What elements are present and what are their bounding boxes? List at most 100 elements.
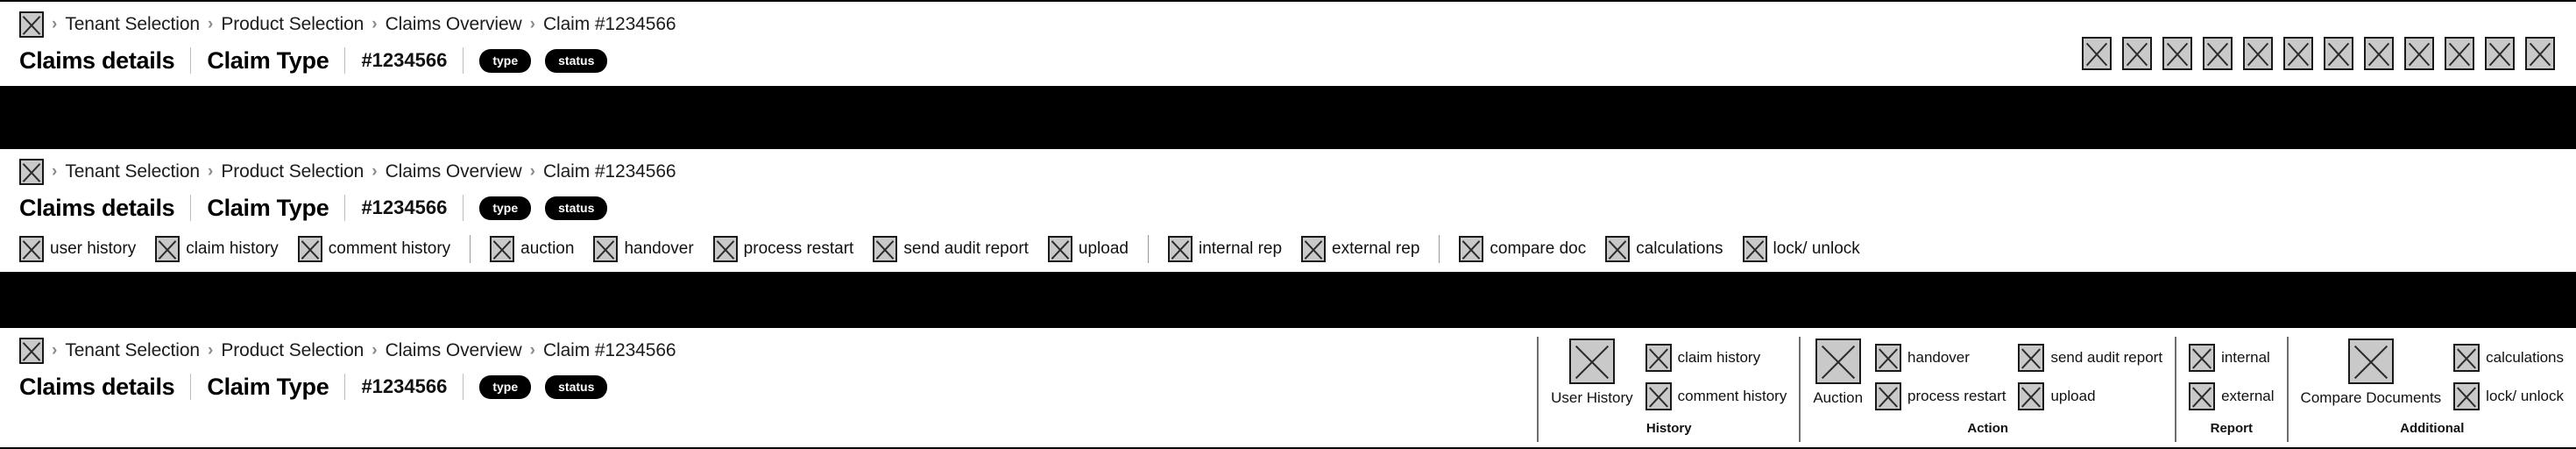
ribbon-button-auction[interactable]: Auction (1813, 335, 1863, 407)
toolbar-icon-6-placeholder-icon[interactable] (2283, 37, 2313, 70)
breadcrumb-item-tenant-selection[interactable]: Tenant Selection (65, 340, 201, 360)
handover-placeholder-icon (1875, 344, 1902, 372)
breadcrumb-item-claims-overview[interactable]: Claims Overview (385, 340, 522, 360)
ribbon-button-compare-documents[interactable]: Compare Documents (2301, 335, 2441, 407)
toolbar-button-internal-rep[interactable]: internal rep (1167, 236, 1283, 262)
page-title-row: Claims details Claim Type #1234566 type … (19, 368, 2576, 405)
breadcrumb-item-product-selection[interactable]: Product Selection (221, 161, 364, 182)
ribbon-button-calculations[interactable]: calculations (2453, 339, 2564, 377)
toolbar-icon-5-placeholder-icon[interactable] (2243, 37, 2273, 70)
toolbar-icon-1-placeholder-icon[interactable] (2082, 37, 2112, 70)
title-divider (190, 47, 192, 74)
ribbon-button-internal-report[interactable]: internal (2189, 339, 2274, 377)
ribbon-button-user-history[interactable]: User History (1551, 335, 1633, 407)
handover-placeholder-icon (593, 236, 619, 262)
user-history-placeholder-icon (1568, 339, 1615, 384)
toolbar-label: send audit report (903, 239, 1029, 258)
ribbon-stack-report: internal external (2189, 335, 2275, 416)
toolbar-label: internal rep (1198, 239, 1283, 258)
toolbar-label: user history (50, 239, 137, 258)
toolbar-button-process-restart[interactable]: process restart (712, 236, 853, 262)
comment-history-placeholder-icon (297, 236, 322, 262)
toolbar-icon-11-placeholder-icon[interactable] (2485, 37, 2515, 70)
toolbar-button-auction[interactable]: auction (490, 236, 574, 262)
breadcrumb-separator-icon: › (208, 15, 214, 33)
ribbon-button-upload[interactable]: upload (2018, 377, 2162, 416)
toolbar-icon-12-placeholder-icon[interactable] (2525, 37, 2555, 70)
comment-history-placeholder-icon (1645, 382, 1672, 410)
toolbar-button-send-audit-report[interactable]: send audit report (873, 236, 1029, 262)
calculations-placeholder-icon (2453, 344, 2480, 372)
claim-id-value: #1234566 (361, 196, 448, 218)
toolbar-button-claim-history[interactable]: claim history (155, 236, 279, 262)
ribbon-button-handover[interactable]: handover (1875, 339, 2006, 377)
internal-report-placeholder-icon (2189, 344, 2216, 372)
ribbon-group-divider (1799, 337, 1801, 442)
app-logo-placeholder-icon[interactable] (19, 11, 44, 38)
toolbar-group-divider (1147, 235, 1149, 263)
breadcrumb-separator-icon: › (208, 341, 214, 360)
title-divider (344, 47, 346, 74)
ribbon-group-divider (2286, 337, 2289, 442)
ribbon-stack-history: claim history comment history (1645, 335, 1787, 416)
ribbon-group-action: Auction handover process restart (1801, 328, 2175, 447)
send-audit-report-placeholder-icon (2018, 344, 2045, 372)
toolbar-button-upload[interactable]: upload (1047, 236, 1129, 262)
ribbon-button-label: external (2221, 388, 2275, 404)
breadcrumb-separator-icon: › (372, 15, 378, 33)
breadcrumb-item-tenant-selection[interactable]: Tenant Selection (65, 14, 201, 34)
ribbon-button-send-audit-report[interactable]: send audit report (2018, 339, 2162, 377)
auction-placeholder-icon (1815, 339, 1861, 384)
toolbar-button-external-rep[interactable]: external rep (1301, 236, 1419, 262)
breadcrumb-item-claim-id[interactable]: Claim #1234566 (542, 14, 676, 34)
breadcrumb-separator-icon: › (529, 341, 535, 360)
status-badge: status (545, 48, 608, 73)
ribbon-button-comment-history[interactable]: comment history (1645, 377, 1787, 416)
ribbon-button-claim-history[interactable]: claim history (1645, 339, 1787, 377)
toolbar-button-comment-history[interactable]: comment history (297, 236, 450, 262)
toolbar-icon-7-placeholder-icon[interactable] (2324, 37, 2353, 70)
breadcrumb-item-claim-id[interactable]: Claim #1234566 (542, 161, 676, 182)
toolbar-icon-2-placeholder-icon[interactable] (2122, 37, 2152, 70)
toolbar-button-compare-doc[interactable]: compare doc (1459, 236, 1586, 262)
ribbon-stack-action-1: handover process restart (1875, 335, 2006, 416)
breadcrumb-separator-icon: › (52, 15, 58, 33)
ribbon-button-process-restart[interactable]: process restart (1875, 377, 2006, 416)
toolbar-icon-4-placeholder-icon[interactable] (2203, 37, 2233, 70)
type-badge: type (479, 374, 532, 399)
toolbar-icon-9-placeholder-icon[interactable] (2404, 37, 2434, 70)
toolbar-button-user-history[interactable]: user history (19, 236, 136, 262)
ribbon-button-label: lock/ unlock (2486, 388, 2564, 404)
ribbon-button-lock-unlock[interactable]: lock/ unlock (2453, 377, 2564, 416)
external-rep-placeholder-icon (1301, 236, 1327, 262)
breadcrumb-item-claim-id[interactable]: Claim #1234566 (542, 340, 676, 360)
toolbar-icon-3-placeholder-icon[interactable] (2162, 37, 2192, 70)
breadcrumb-item-claims-overview[interactable]: Claims Overview (385, 14, 522, 34)
toolbar-button-calculations[interactable]: calculations (1605, 236, 1723, 262)
claim-history-placeholder-icon (1645, 344, 1672, 372)
ribbon-button-label: handover (1907, 349, 1970, 366)
breadcrumb-item-product-selection[interactable]: Product Selection (221, 340, 364, 360)
ribbon-button-label: calculations (2486, 349, 2564, 366)
breadcrumb-item-product-selection[interactable]: Product Selection (221, 14, 364, 34)
ribbon-button-label: User History (1551, 389, 1633, 406)
breadcrumb-separator-icon: › (372, 341, 378, 360)
title-divider (190, 195, 192, 221)
lock-unlock-placeholder-icon (1742, 236, 1767, 262)
breadcrumb-item-tenant-selection[interactable]: Tenant Selection (65, 161, 201, 182)
toolbar-group-divider (1439, 235, 1440, 263)
breadcrumb: › Tenant Selection › Product Selection ›… (19, 328, 2576, 368)
toolbar-group-divider (470, 235, 471, 263)
breadcrumb-item-claims-overview[interactable]: Claims Overview (385, 161, 522, 182)
toolbar-icon-10-placeholder-icon[interactable] (2445, 37, 2474, 70)
title-divider (344, 195, 346, 221)
ribbon-button-external-report[interactable]: external (2189, 377, 2275, 416)
toolbar-icon-8-placeholder-icon[interactable] (2364, 37, 2394, 70)
type-badge: type (479, 48, 532, 73)
ribbon-button-label: send audit report (2050, 349, 2163, 366)
toolbar-button-lock-unlock[interactable]: lock/ unlock (1742, 236, 1860, 262)
app-logo-placeholder-icon[interactable] (19, 338, 44, 364)
toolbar-button-handover[interactable]: handover (593, 236, 694, 262)
app-logo-placeholder-icon[interactable] (19, 159, 44, 185)
claim-type-label: Claim Type (207, 373, 329, 400)
